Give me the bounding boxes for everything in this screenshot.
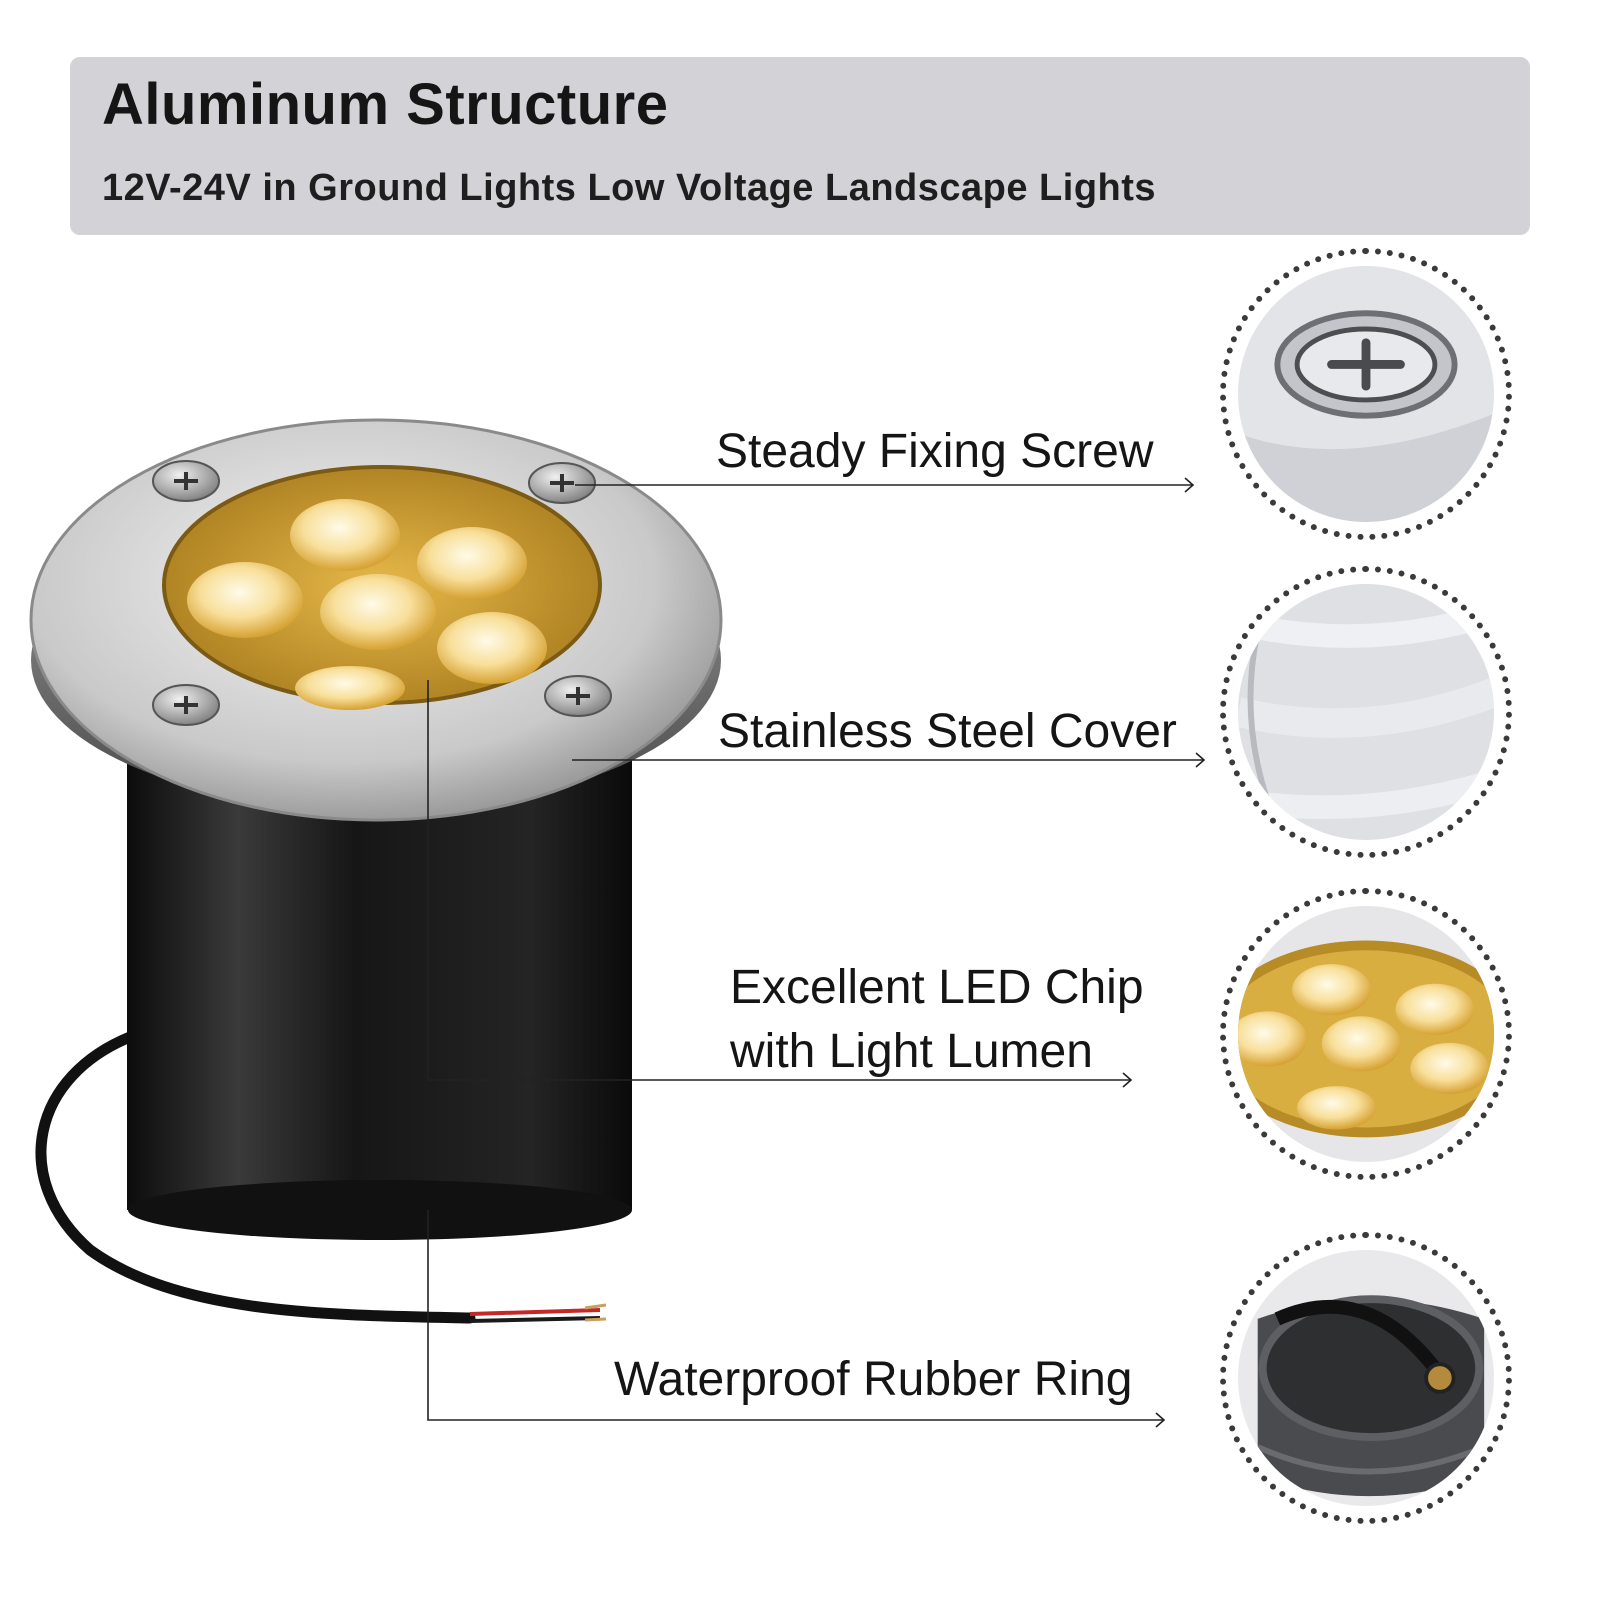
- screw-closeup-image: [1238, 266, 1494, 522]
- banner-subtitle: 12V-24V in Ground Lights Low Voltage Lan…: [102, 167, 1157, 209]
- screw-icon: [152, 460, 220, 502]
- led-chip-closeup-image: [1238, 906, 1494, 1162]
- rubber-ring-closeup: [1220, 1232, 1512, 1524]
- screw-icon: [152, 684, 220, 726]
- rubber-ring-closeup-image: [1238, 1250, 1494, 1506]
- banner-title: Aluminum Structure: [102, 72, 669, 137]
- callout-led-line1: Excellent LED Chip: [730, 961, 1144, 1014]
- led-chip: [437, 612, 547, 684]
- red-wire: [469, 1308, 601, 1316]
- screw-closeup: [1220, 248, 1512, 540]
- led-chip: [290, 499, 400, 571]
- screw-icon: [544, 675, 612, 717]
- leader-lines: [427, 477, 1206, 1428]
- callout-cover: Stainless Steel Cover: [718, 705, 1177, 758]
- screw-icon: [528, 462, 596, 504]
- led-chip: [417, 527, 527, 599]
- steel-cover-closeup: [1220, 566, 1512, 858]
- power-cable: [35, 1029, 476, 1324]
- callout-screw: Steady Fixing Screw: [716, 425, 1154, 478]
- led-chip-closeup: [1220, 888, 1512, 1180]
- black-wire: [469, 1316, 601, 1323]
- steel-cover-closeup-image: [1238, 584, 1494, 840]
- led-chip: [320, 574, 436, 650]
- header-banner: Aluminum Structure 12V-24V in Ground Lig…: [70, 57, 1530, 235]
- callout-led-line2: with Light Lumen: [730, 1025, 1093, 1078]
- callout-ring: Waterproof Rubber Ring: [614, 1353, 1133, 1406]
- led-chip: [295, 666, 405, 710]
- led-chip: [187, 562, 303, 638]
